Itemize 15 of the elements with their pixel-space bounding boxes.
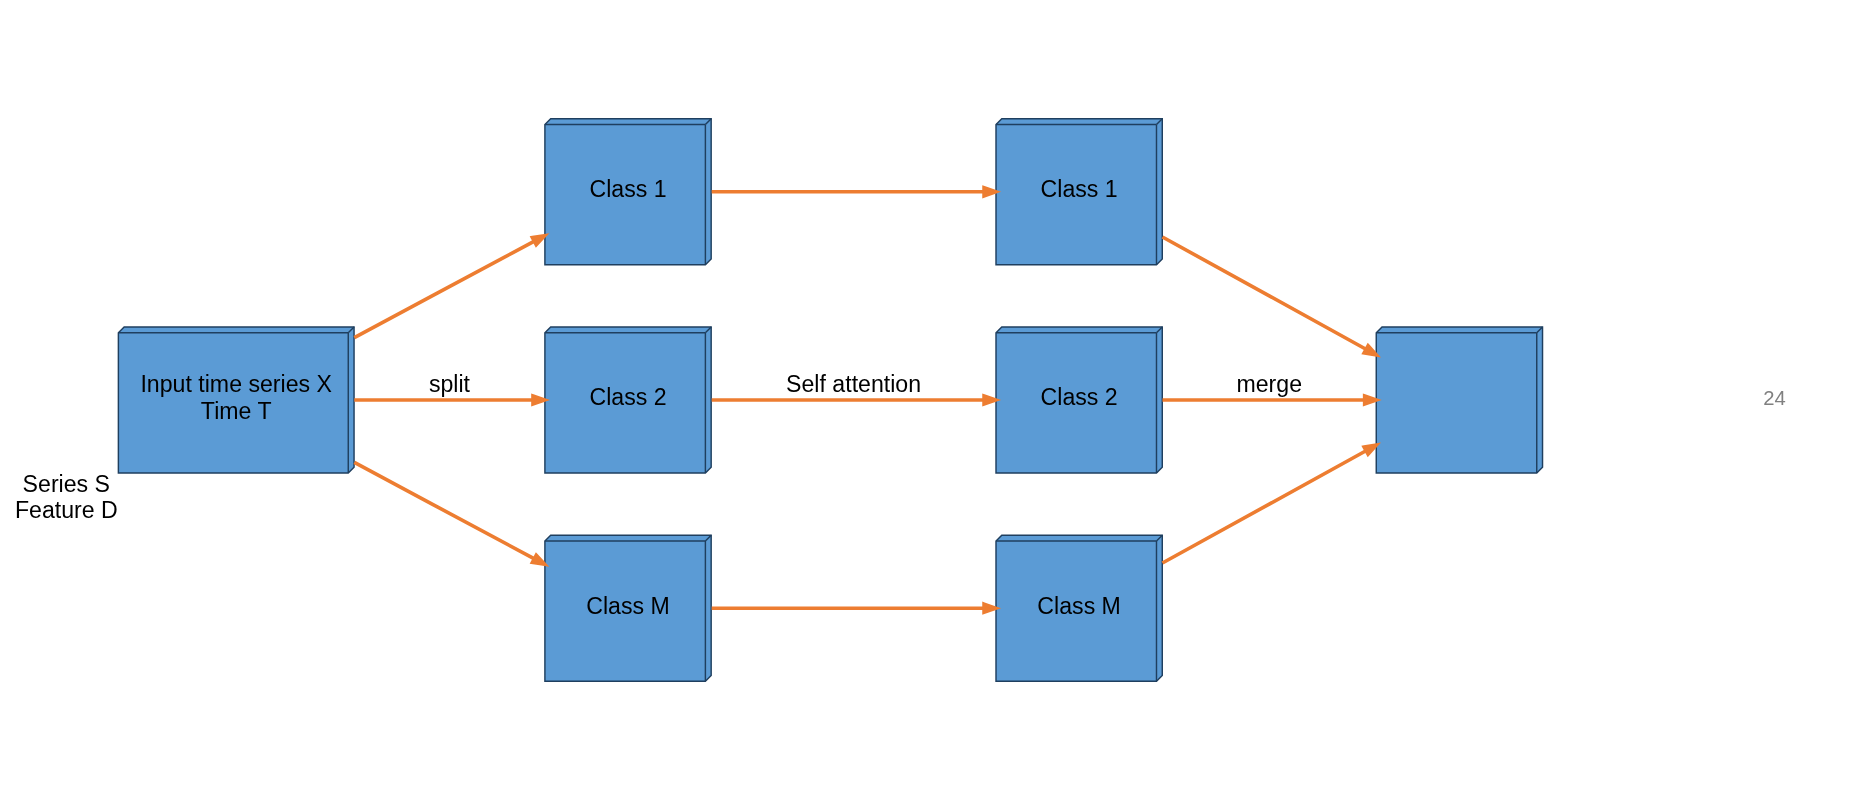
arrow (711, 601, 1002, 615)
label: 24 (1763, 387, 1786, 410)
arrow (354, 393, 550, 407)
edge-label: Self attention (786, 371, 922, 398)
arrow (711, 393, 1002, 407)
arrow (711, 185, 1002, 199)
node-label: Series S (22, 470, 111, 497)
arrow (353, 233, 550, 340)
arrow (1162, 393, 1382, 407)
edge-label: merge (1236, 371, 1303, 398)
edge-label: split (428, 371, 471, 398)
arrow (353, 460, 550, 567)
arrow (1161, 235, 1381, 358)
node-label: Feature D (14, 496, 118, 523)
arrow (1161, 442, 1381, 565)
